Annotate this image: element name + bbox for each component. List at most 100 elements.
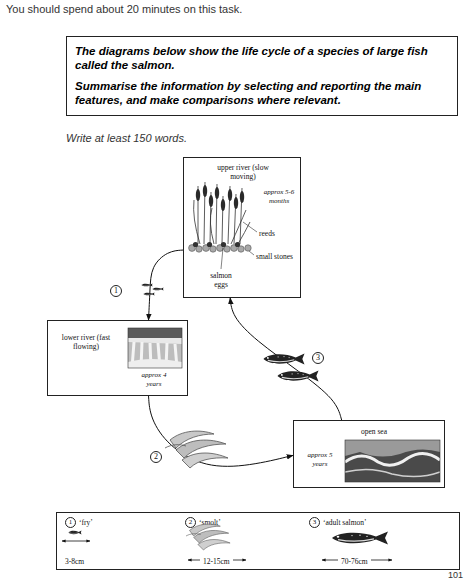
reed-heads [240,191,244,203]
callout-number: 2 [150,451,162,463]
node-text: ‘smolt’ [199,518,221,527]
sea-photo [345,440,440,457]
adult-salmon-fish [263,353,318,381]
sea-photo [345,440,440,482]
key-icons [188,560,200,561]
reeds-drawing [240,188,242,244]
stones-drawing [210,246,216,252]
callout-number: 3 [309,517,320,528]
fry-fish [141,283,152,286]
waterfall-photo [128,359,182,368]
flow-arrow [149,250,183,320]
adult-salmon-fish [277,370,318,381]
node-text: approx 5-6 months [260,188,298,206]
instruction-text: You should spend about 20 minutes on thi… [6,3,242,16]
reed-heads [203,185,207,197]
key-icons [68,531,81,535]
stones-drawing [217,245,224,252]
eggs-drawing [193,242,240,247]
leader-line [221,248,223,269]
key-icons [233,560,246,561]
key-icons [322,560,338,561]
waterfall-photo [128,328,182,368]
flow-arrow [149,396,293,466]
flow-arrow [230,298,341,420]
eggs-drawing [221,242,226,247]
eggs-drawing [235,242,240,247]
waterfall-photo [128,338,182,344]
reed-heads [196,189,200,201]
reed-heads [209,195,213,207]
leader-line [249,251,254,255]
key-icons [371,560,392,561]
sea-photo [345,440,440,482]
reeds-drawing [222,196,223,244]
reeds-drawing [210,192,211,244]
node-text: 3-8cm [65,557,84,566]
reeds-drawing [216,184,217,244]
stones-drawing [189,245,196,252]
reed-heads [234,197,238,209]
waterfall-photo [132,342,177,368]
reed-heads [196,185,244,211]
fry-fish [141,283,163,295]
prompt-text: Summarise the information by selecting a… [75,79,449,107]
stones-drawing [238,246,244,252]
instruction-text: Write at least 150 words. [66,132,187,145]
reeds-drawing [228,186,230,244]
waterfall-photo [128,328,182,368]
key-icons [186,524,230,550]
node-text: open sea [334,427,414,436]
key-icons [332,532,388,545]
node-text: 70-76cm [341,557,368,566]
waterfall-photo [128,328,182,338]
adult-salmon-fish [263,353,304,364]
reed-heads [228,189,232,201]
fry-fish [152,287,163,290]
smolt-fish [165,431,228,468]
prompt-box: The diagrams below show the life cycle o… [66,36,458,116]
callout-number: 2 [185,517,196,528]
edge-layer [149,250,342,466]
node-text: small stones [256,252,293,261]
reeds-drawing [194,200,200,244]
reeds-drawing [238,222,250,244]
callout-number: 3 [312,352,324,364]
node-text: salmon eggs [204,271,238,289]
reeds-drawing [231,210,246,244]
stones-drawing [203,245,210,252]
node-text: upper river (slow moving) [214,163,272,181]
page-number: 101 [448,570,463,580]
habitat-box: lower river (fast flowing)approx 4 years [47,320,188,396]
reeds-drawing [194,182,250,244]
callout-number: 1 [65,517,76,528]
eggs-drawing [193,242,198,247]
sea-photo [345,440,440,482]
reed-heads [215,187,219,199]
sea-photo [345,469,440,476]
node-text: ‘adult salmon’ [323,518,367,527]
prompt-text: The diagrams below show the life cycle o… [75,44,449,72]
leader-line [243,222,257,232]
node-text: approx 5 years [302,451,338,469]
key-icons [62,524,392,560]
reeds-drawing [210,208,214,244]
node-text: ‘fry’ [79,518,93,527]
reeds-drawing [234,194,236,244]
stones-drawing [196,246,202,252]
habitat-box: open sea approx 5 years [293,420,445,488]
node-text: 12-15cm [203,557,230,566]
fry-fish [143,292,154,295]
eggs-drawing [207,242,212,247]
key-icons [62,541,90,542]
stones-drawing [224,246,230,252]
stones-drawing [245,245,251,251]
waterfall-photo [128,328,182,368]
reeds-drawing [198,186,199,244]
stones-drawing [189,245,252,253]
reed-heads [221,199,225,211]
node-text: approx 4 years [136,371,172,389]
habitat-box: upper river (slow moving) approx 5-6 mont… [183,157,301,298]
stones-drawing [231,245,238,252]
